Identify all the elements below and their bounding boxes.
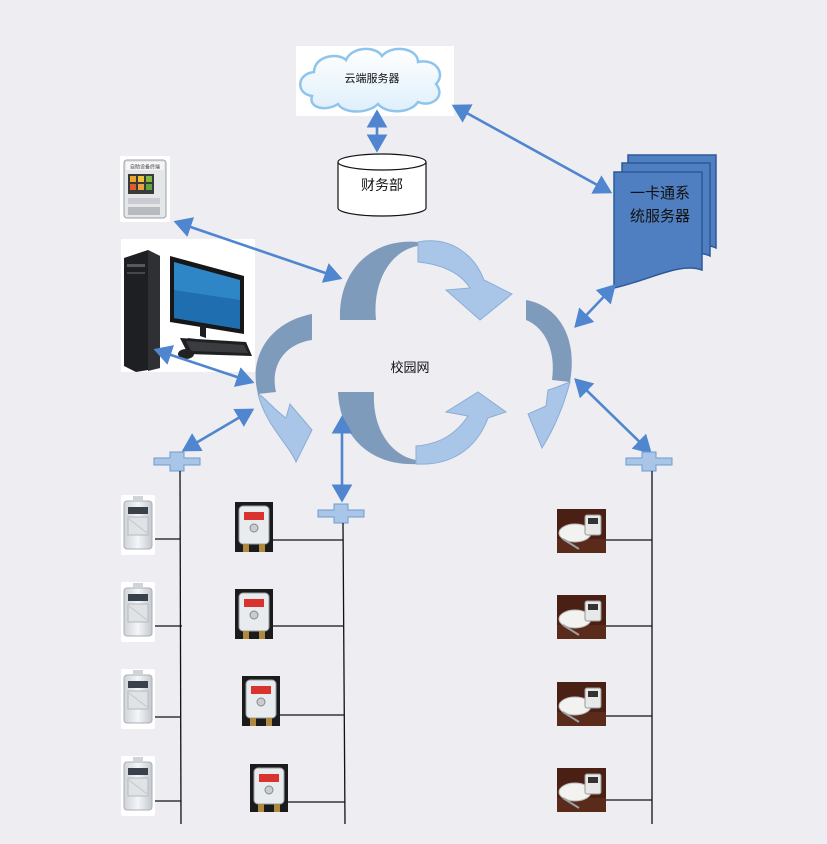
water-meter-3 — [121, 669, 155, 729]
card-server-label-line1: 一卡通系 — [630, 184, 690, 202]
arrow-cloud-card-server — [451, 104, 613, 194]
arrow-network-right-bus — [574, 378, 652, 454]
gas-meter-column — [235, 502, 288, 812]
self-service-kiosk: 自助设备终端 — [120, 156, 170, 222]
gas-meter-1 — [235, 502, 273, 552]
desktop-computer — [121, 239, 255, 372]
bus-lines — [154, 470, 653, 825]
finance-database-node: 财务部 — [337, 153, 427, 217]
card-system-server-node: 一卡通系 统服务器 — [613, 154, 717, 289]
gas-meter-3 — [242, 676, 280, 726]
arrow-kiosk-network — [173, 217, 343, 283]
water-meter-2 — [121, 582, 155, 642]
card-server-label-line2: 统服务器 — [630, 207, 690, 225]
kiosk-screen-text: 自助设备终端 — [130, 164, 160, 171]
junction-left — [153, 451, 201, 472]
arrow-computer-network — [153, 345, 255, 387]
water-meter-1 — [121, 495, 155, 555]
finance-label: 财务部 — [361, 178, 403, 194]
card-reader-2 — [557, 595, 606, 639]
card-reader-4 — [557, 768, 606, 812]
bus-junctions — [153, 451, 673, 524]
gas-meter-4 — [250, 764, 288, 812]
card-reader-1 — [557, 509, 606, 553]
gas-meter-2 — [235, 589, 273, 639]
campus-network-label: 校园网 — [390, 360, 429, 376]
card-reader-3 — [557, 682, 606, 726]
arrow-card-server-network — [574, 284, 616, 328]
cloud-server-node: 云端服务器 — [296, 46, 454, 116]
campus-network-cloud: 校园网 — [255, 240, 572, 465]
bus-left — [179, 470, 182, 825]
water-meter-column — [121, 495, 155, 816]
arrow-network-left-bus — [181, 408, 255, 452]
water-meter-4 — [121, 756, 155, 816]
bus-middle — [342, 522, 346, 825]
cloud-server-label: 云端服务器 — [345, 72, 400, 85]
card-reader-column — [557, 509, 606, 812]
junction-middle — [317, 503, 365, 524]
connector-arrows — [153, 104, 652, 503]
junction-right — [625, 451, 673, 472]
